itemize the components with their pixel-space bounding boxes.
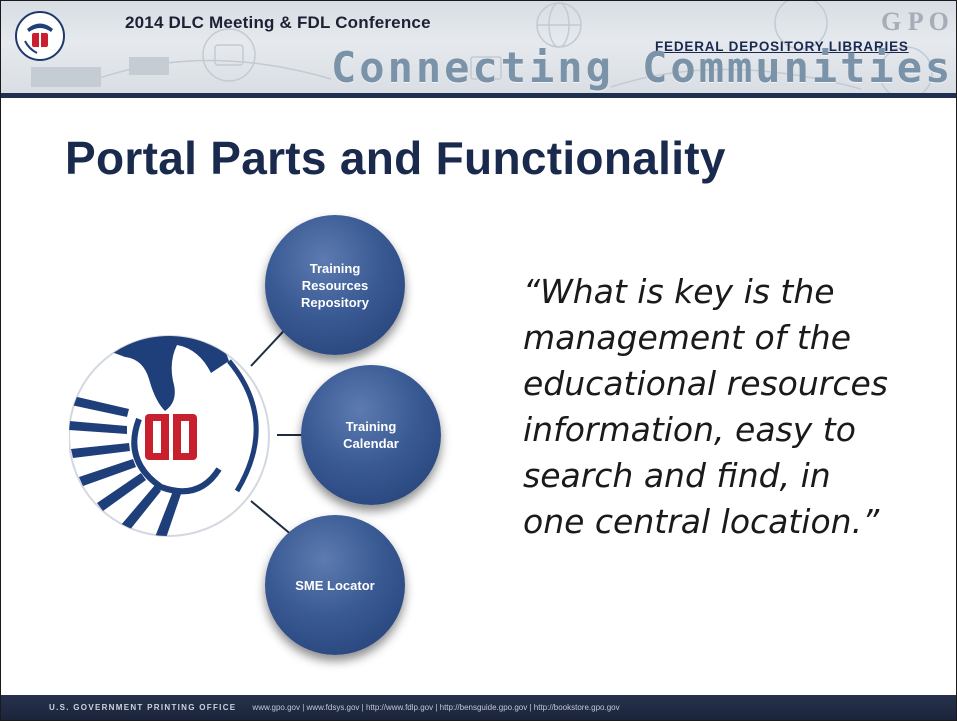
quote-line: search and find, in <box>523 456 831 495</box>
footer-org: U.S. GOVERNMENT PRINTING OFFICE <box>49 703 237 712</box>
node-training-resources-repository: Training Resources Repository <box>265 215 405 355</box>
portal-parts-diagram: Training Resources Repository Training C… <box>1 201 481 681</box>
fdlp-eagle-book-logo-icon <box>69 335 270 537</box>
header-banner: 2014 DLC Meeting & FDL Conference FEDERA… <box>1 1 956 93</box>
footer-bar: U.S. GOVERNMENT PRINTING OFFICE www.gpo.… <box>1 695 956 720</box>
gpo-corner-mark: G P O <box>881 7 949 36</box>
node-label: SME Locator <box>295 577 375 593</box>
slide-title: Portal Parts and Functionality <box>65 132 726 184</box>
quote-text: “What is key is the management of the ed… <box>523 269 943 545</box>
node-training-calendar: Training Calendar <box>301 365 441 505</box>
quote-line: “What is key is the <box>523 272 835 311</box>
fdlp-seal-icon <box>15 11 65 61</box>
quote-line: information, easy to <box>523 410 856 449</box>
footer-links: www.gpo.gov | www.fdsys.gov | http://www… <box>252 703 620 712</box>
node-label: Training Calendar <box>343 419 399 451</box>
theme-title: Connecting Communities <box>331 43 954 92</box>
quote-line: management of the <box>523 318 852 357</box>
banner-background-art <box>31 1 933 93</box>
quote-line: one central location.” <box>523 502 880 541</box>
node-sme-locator: SME Locator <box>265 515 405 655</box>
node-label: Training Resources Repository <box>301 260 369 310</box>
program-label: FEDERAL DEPOSITORY LIBRARIES <box>655 39 909 54</box>
conference-title: 2014 DLC Meeting & FDL Conference <box>125 13 431 32</box>
banner-divider <box>1 93 956 98</box>
quote-line: educational resources <box>523 364 888 403</box>
